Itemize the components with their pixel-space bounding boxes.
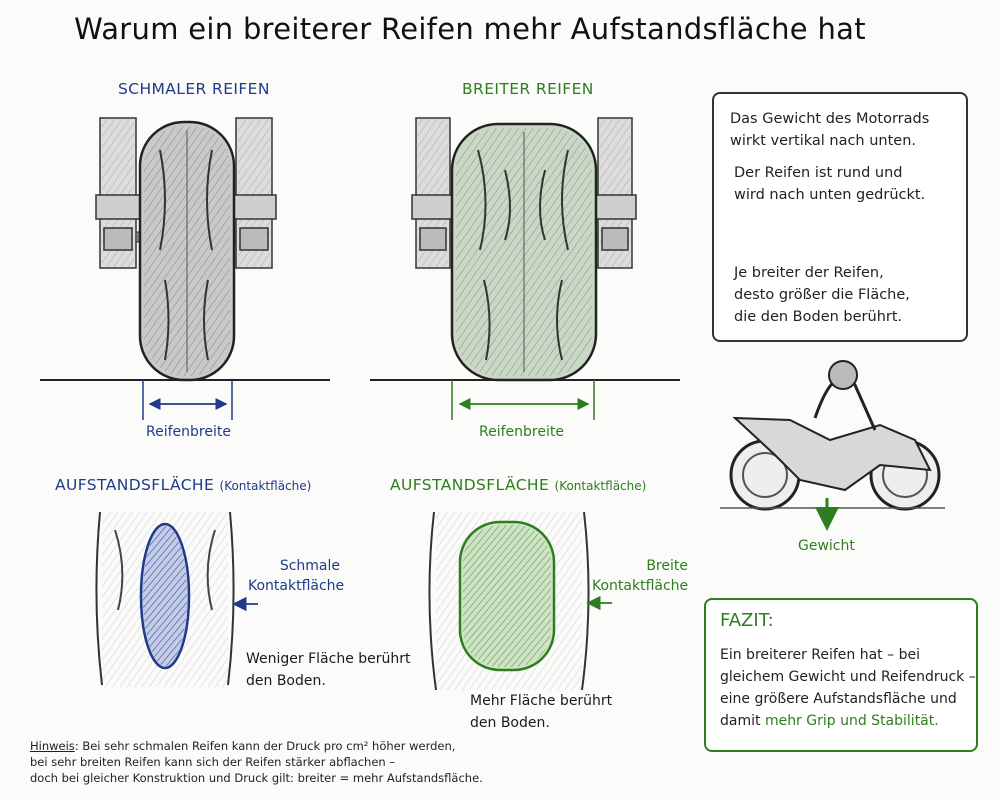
- wide-caption-line2: den Boden.: [470, 715, 550, 731]
- narrow-contact-label-line1: Schmale: [279, 558, 340, 574]
- narrow-contact-patch: [95, 511, 258, 687]
- explain-line6: desto größer die Fläche,: [734, 287, 910, 303]
- narrow-caption: Weniger Fläche berührt den Boden.: [246, 648, 411, 692]
- wide-tire-illustration: [370, 117, 680, 420]
- wide-contact-subtitle: (Kontaktfläche): [554, 479, 647, 493]
- wide-caption-line1: Mehr Fläche berührt: [470, 693, 613, 709]
- footnote: Hinweis: Bei sehr schmalen Reifen kann d…: [30, 738, 483, 786]
- explain-line5: Je breiter der Reifen,: [734, 265, 884, 281]
- narrow-tire-heading: SCHMALER REIFEN: [118, 80, 270, 98]
- wide-contact-patch: [428, 511, 612, 691]
- narrow-contact-heading: AUFSTANDSFLÄCHE (Kontaktfläche): [55, 476, 311, 494]
- conclusion-line3: eine größere Aufstandsfläche und: [720, 691, 957, 707]
- wide-contact-title: AUFSTANDSFLÄCHE: [390, 476, 550, 494]
- weight-label: Gewicht: [798, 538, 855, 554]
- wide-caption: Mehr Fläche berührt den Boden.: [470, 690, 612, 734]
- conclusion-line1: Ein breiterer Reifen hat – bei: [720, 647, 920, 663]
- conclusion-line4: damit mehr Grip und Stabilität.: [720, 710, 976, 732]
- explain-line7: die den Boden berührt.: [734, 309, 903, 325]
- wide-width-label: Reifenbreite: [479, 424, 564, 440]
- explain-line2: wirkt vertikal nach unten.: [730, 133, 917, 149]
- page-title: Warum ein breiterer Reifen mehr Aufstand…: [74, 12, 866, 46]
- narrow-caption-line2: den Boden.: [246, 673, 326, 689]
- narrow-contact-label: Schmale Kontaktfläche: [248, 556, 345, 596]
- conclusion-heading: FAZIT:: [720, 610, 774, 631]
- explanation-box: Das Gewicht des Motorrads wirkt vertikal…: [712, 92, 968, 342]
- conclusion-line4-prefix: damit: [720, 713, 765, 729]
- explain-line3: Der Reifen ist rund und: [734, 165, 903, 181]
- narrow-caption-line1: Weniger Fläche berührt: [246, 651, 411, 667]
- wide-contact-label: Breite Kontaktfläche: [592, 556, 688, 596]
- footnote-line2: bei sehr breiten Reifen kann sich der Re…: [30, 755, 396, 769]
- conclusion-line2: gleichem Gewicht und Reifendruck –: [720, 669, 976, 685]
- footnote-label: Hinweis: [30, 739, 75, 753]
- narrow-contact-subtitle: (Kontaktfläche): [219, 479, 312, 493]
- narrow-contact-title: AUFSTANDSFLÄCHE: [55, 476, 215, 494]
- conclusion-box: FAZIT: Ein breiterer Reifen hat – bei gl…: [704, 598, 978, 752]
- wide-contact-label-line1: Breite: [646, 558, 688, 574]
- explain-line4: wird nach unten gedrückt.: [734, 187, 926, 203]
- motorcycle-icon: [720, 360, 945, 531]
- narrow-tire-illustration: [40, 117, 330, 420]
- wide-contact-label-line2: Kontaktfläche: [592, 578, 689, 594]
- conclusion-highlight: mehr Grip und Stabilität.: [764, 713, 939, 729]
- narrow-width-label: Reifenbreite: [146, 424, 231, 440]
- footnote-line1: : Bei sehr schmalen Reifen kann der Druc…: [74, 739, 456, 753]
- footnote-line3: doch bei gleicher Konstruktion und Druck…: [30, 771, 483, 785]
- wide-tire-heading: BREITER REIFEN: [462, 80, 594, 98]
- explain-line1: Das Gewicht des Motorrads: [730, 111, 930, 127]
- narrow-contact-label-line2: Kontaktfläche: [248, 578, 345, 594]
- wide-contact-heading: AUFSTANDSFLÄCHE (Kontaktfläche): [390, 476, 646, 494]
